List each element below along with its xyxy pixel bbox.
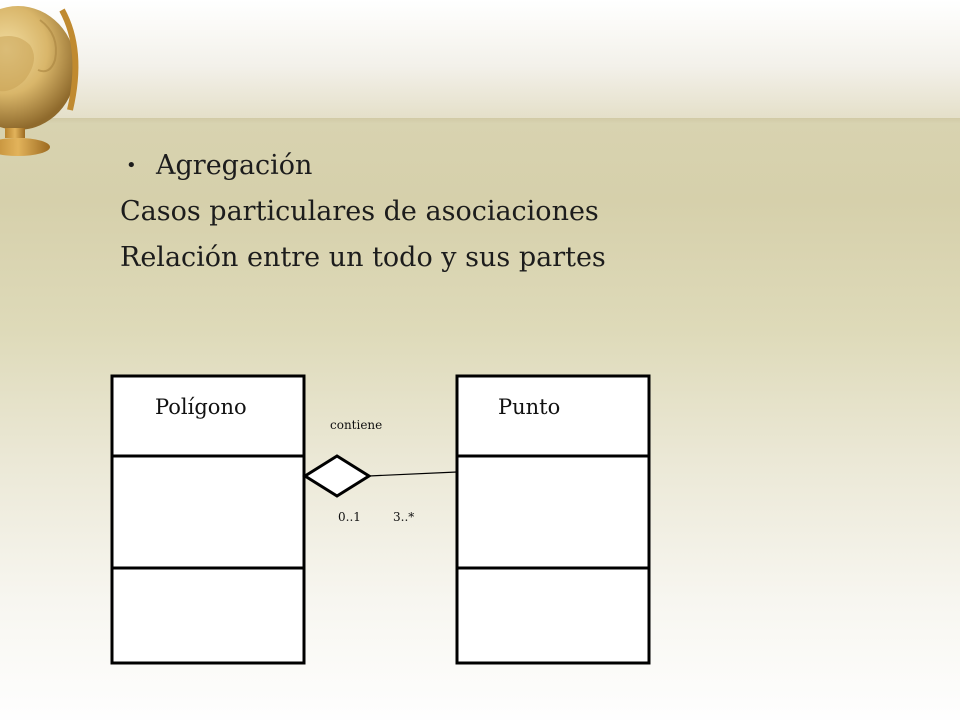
aggregation-diamond-icon xyxy=(302,454,372,498)
bullet-item-heading: • Agregación xyxy=(120,143,880,189)
header-divider xyxy=(0,118,960,124)
class-name-punto: Punto xyxy=(498,395,560,419)
association-label: contiene xyxy=(330,418,382,432)
bullet-marker: • xyxy=(126,155,137,176)
class-box-poligono: Polígono xyxy=(110,374,306,665)
header-band xyxy=(0,0,960,120)
text-line-1: Casos particulares de asociaciones xyxy=(120,196,599,227)
heading-text: Agregación xyxy=(156,150,313,181)
class-name-poligono: Polígono xyxy=(155,395,247,419)
slide-text: • Agregación Casos particulares de asoci… xyxy=(120,143,880,281)
class-box-punto: Punto xyxy=(455,374,651,665)
text-line-2: Relación entre un todo y sus partes xyxy=(120,242,606,273)
multiplicity-part: 3..* xyxy=(393,510,414,524)
globe-icon xyxy=(0,6,79,156)
multiplicity-whole: 0..1 xyxy=(338,510,361,524)
association-line xyxy=(368,471,458,477)
